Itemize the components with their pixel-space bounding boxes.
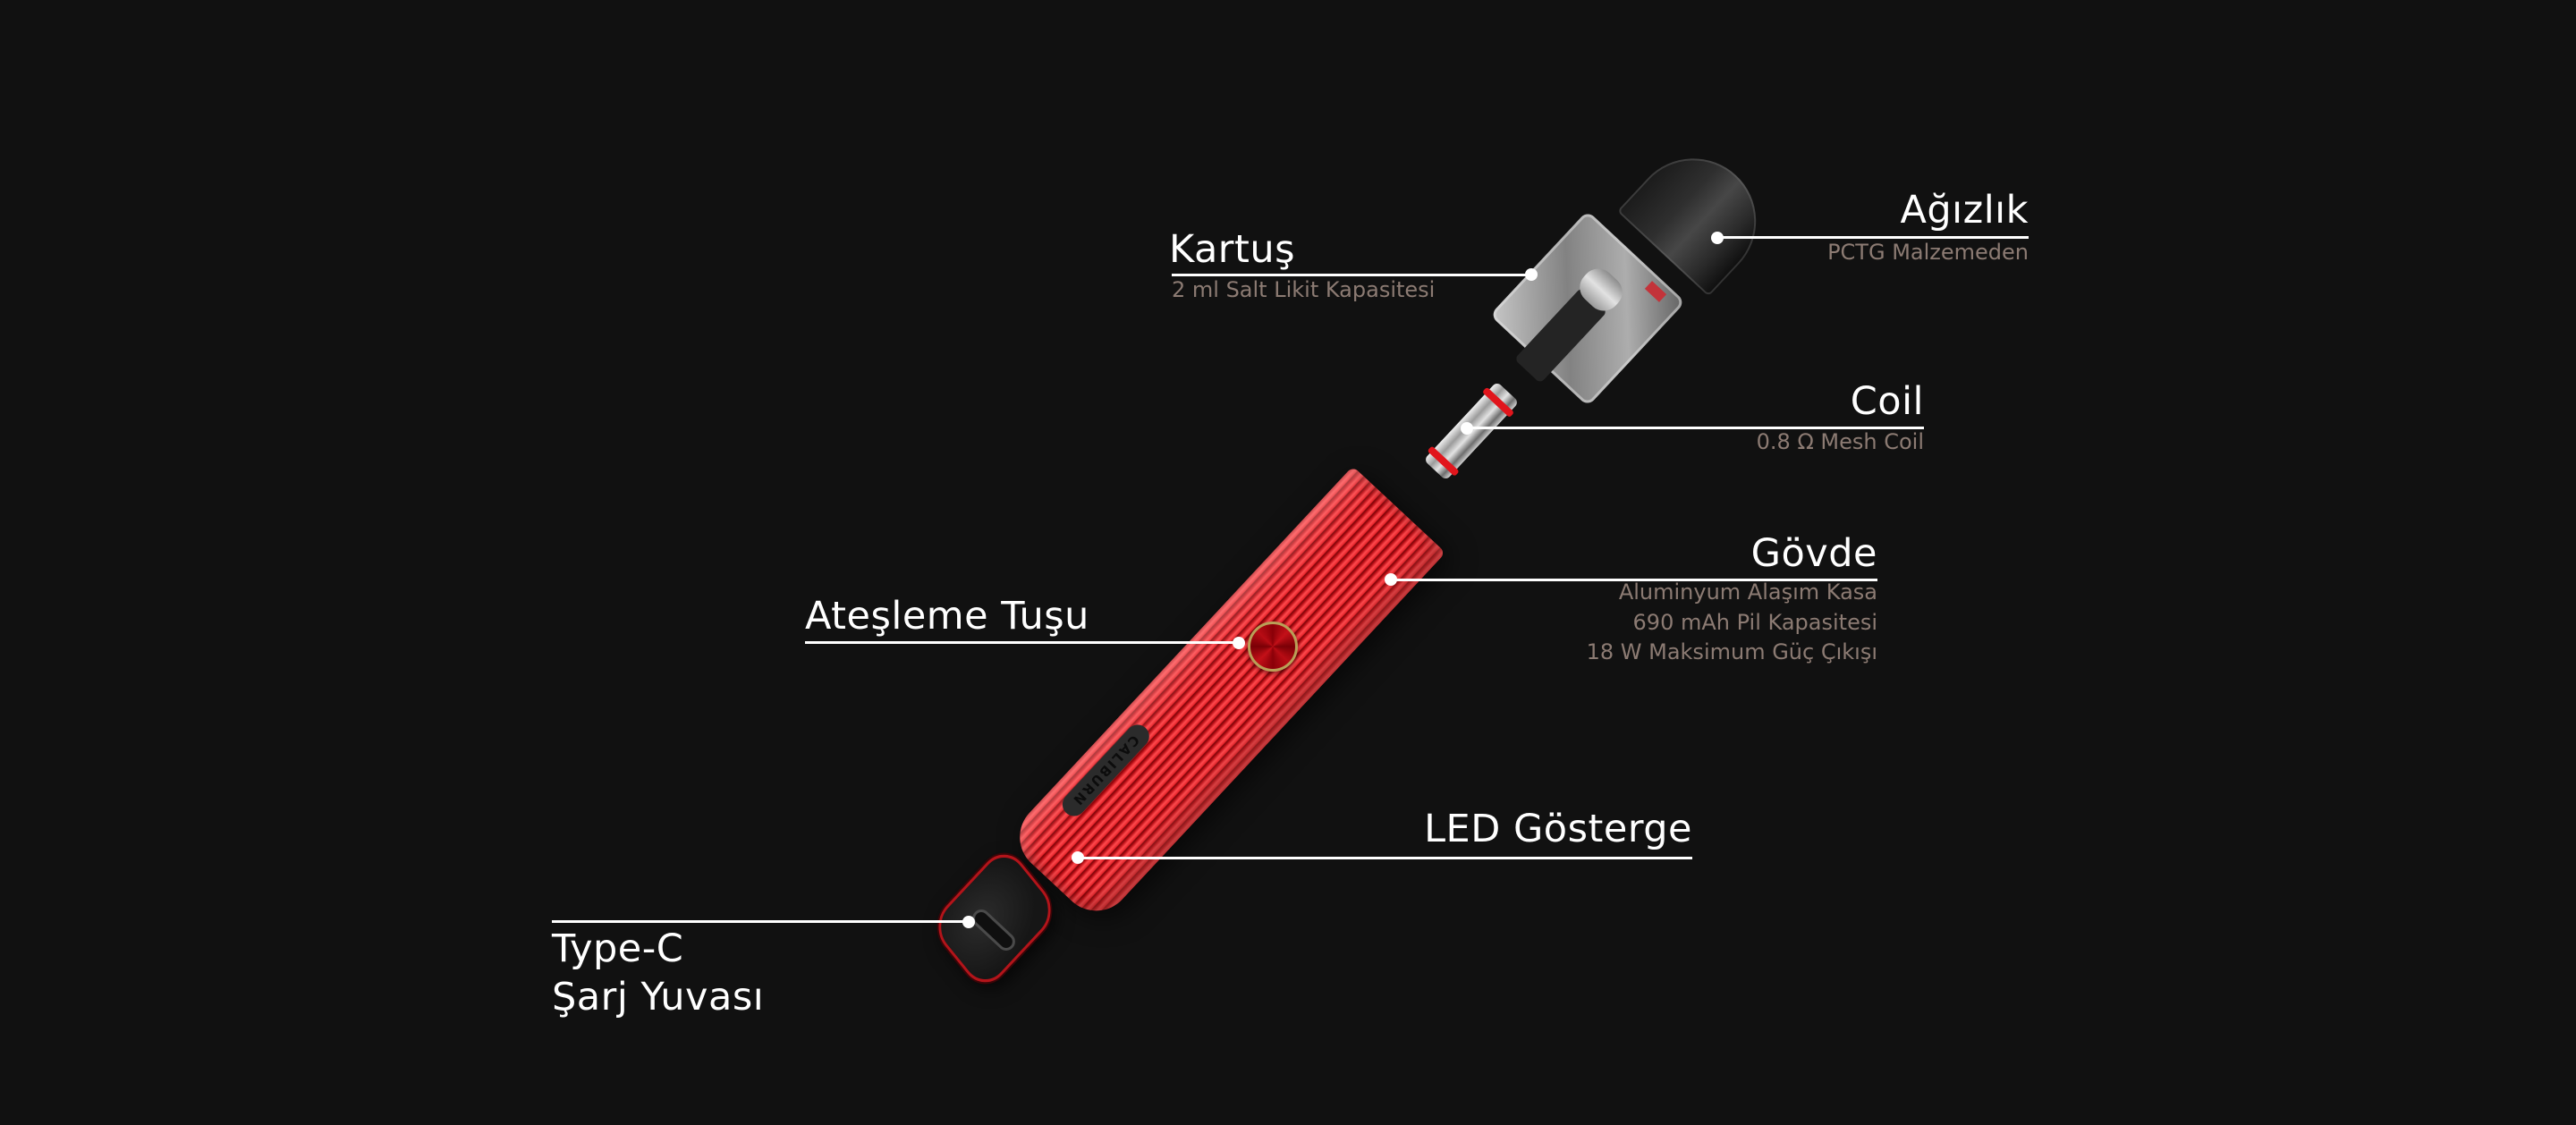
- usb-callout-dot: [962, 916, 975, 928]
- usb-title-line2: Şarj Yuvası: [552, 975, 765, 1019]
- fire-button-callout-line: [805, 641, 1239, 644]
- body-title: Gövde: [1750, 531, 1877, 576]
- cartridge-title: Kartuş: [1169, 227, 1295, 272]
- usb-title-line1: Type-C: [552, 926, 684, 971]
- mouthpiece-title: Ağızlık: [1900, 188, 2029, 233]
- coil-subtitle: 0.8 Ω Mesh Coil: [1756, 429, 1924, 454]
- fire-button-callout-dot: [1233, 637, 1245, 649]
- fire-button-title: Ateşleme Tuşu: [805, 594, 1089, 639]
- mouthpiece-callout-line: [1717, 236, 2029, 239]
- led-title: LED Gösterge: [1424, 807, 1692, 851]
- coil-callout-line: [1467, 427, 1924, 429]
- coil-callout-dot: [1461, 422, 1473, 435]
- fire-button: [1248, 622, 1298, 672]
- coil-title: Coil: [1850, 379, 1924, 424]
- usb-callout-line: [552, 920, 969, 923]
- body-callout-line: [1391, 579, 1877, 581]
- cartridge-callout-line: [1172, 274, 1531, 276]
- body-spec-material: Aluminyum Alaşım Kasa: [1618, 579, 1877, 605]
- mouthpiece-callout-dot: [1711, 232, 1724, 244]
- led-callout-line: [1078, 857, 1692, 859]
- body-callout-dot: [1385, 573, 1397, 586]
- cartridge-subtitle: 2 ml Salt Likit Kapasitesi: [1172, 277, 1436, 302]
- led-callout-dot: [1072, 851, 1084, 864]
- coil-oring: [1481, 386, 1515, 419]
- coil-oring: [1427, 445, 1460, 477]
- cartridge-callout-dot: [1525, 268, 1538, 281]
- body-spec-power: 18 W Maksimum Güç Çıkışı: [1586, 639, 1877, 664]
- body-spec-battery: 690 mAh Pil Kapasitesi: [1632, 610, 1877, 635]
- mouthpiece-subtitle: PCTG Malzemeden: [1827, 240, 2029, 265]
